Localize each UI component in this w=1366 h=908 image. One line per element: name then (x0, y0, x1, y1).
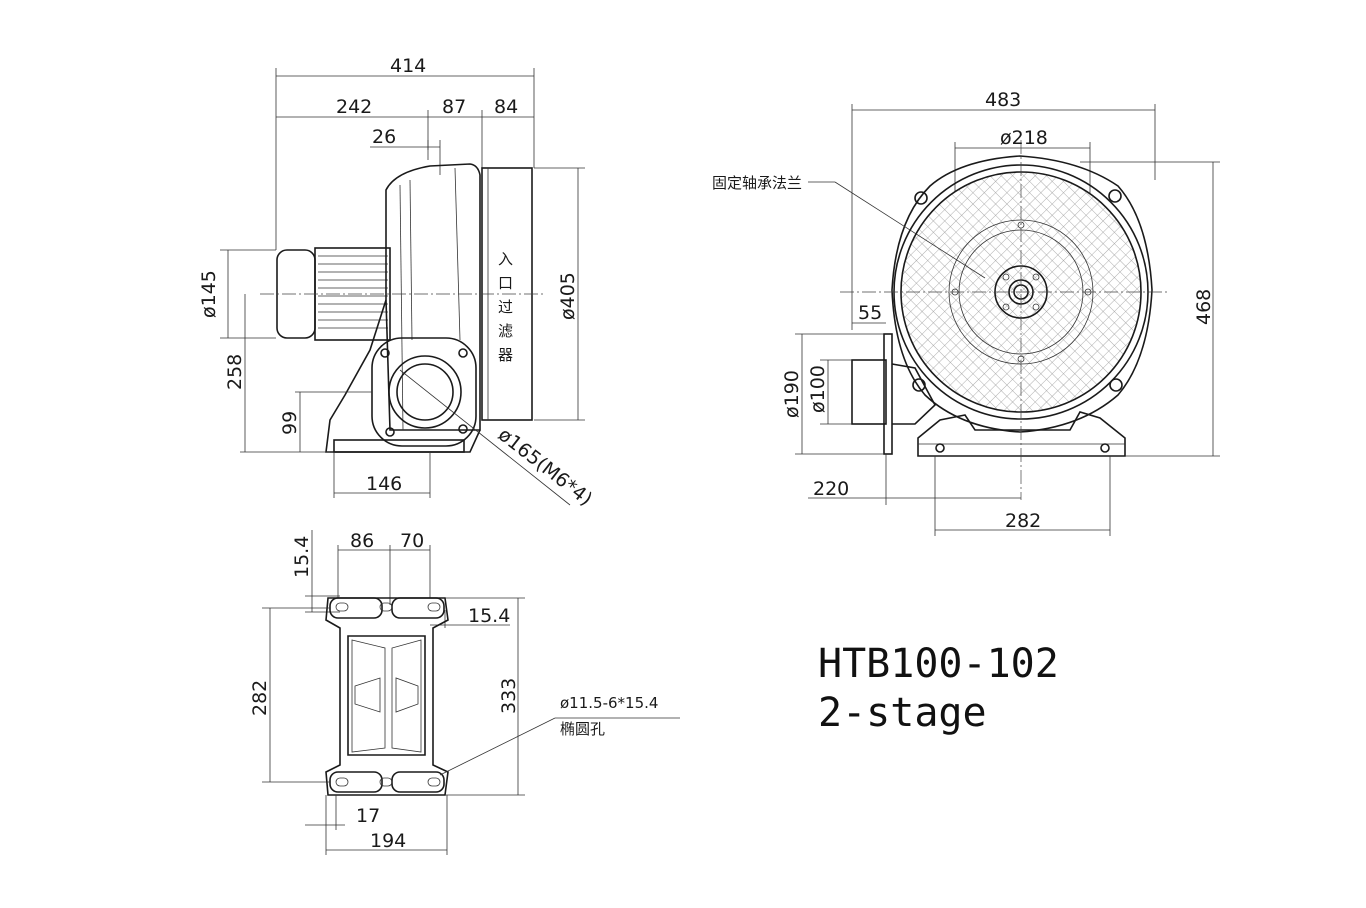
front-feet (917, 411, 1126, 457)
dim-slot-h: 15.4 (291, 536, 313, 578)
hole-note-2: 椭圆孔 (560, 720, 605, 738)
dim-base-width: 146 (366, 473, 402, 495)
dim-motor-length: 242 (336, 96, 372, 118)
inlet-label-5: 器 (498, 346, 513, 364)
dim-motor-dia: ø145 (198, 270, 220, 318)
dim-overall-length: 414 (390, 55, 426, 77)
dim-foot-span: 282 (1005, 510, 1041, 532)
dim-edge: 17 (356, 805, 380, 827)
dim-outlet-offset: 220 (813, 478, 849, 500)
dim-overall-width: 483 (985, 89, 1021, 111)
dim-bolt-circle: ø218 (1000, 127, 1048, 149)
dim-height-axis: 258 (224, 354, 246, 390)
dim-slot-b: 70 (400, 530, 424, 552)
side-view: 414 242 87 84 26 ø145 258 99 ø405 146 ø1… (198, 55, 596, 510)
flange-label: 固定轴承法兰 (712, 174, 802, 192)
model-number: HTB100-102 (818, 641, 1059, 687)
housing (325, 163, 481, 453)
front-view: 483 ø218 468 55 ø190 ø100 220 282 固定轴承法兰 (712, 89, 1220, 536)
hole-note: ø11.5-6*15.4 (560, 694, 658, 712)
inlet-label-4: 滤 (498, 322, 513, 340)
dim-offset: 26 (372, 126, 396, 148)
dim-base-width: 194 (370, 830, 406, 852)
dim-hole-span: 282 (249, 680, 271, 716)
dim-inlet-dia: ø405 (557, 272, 579, 320)
dim-slot-a: 86 (350, 530, 374, 552)
base-view: 86 70 15.4 15.4 282 333 17 194 ø11.5-6*1… (249, 530, 680, 855)
dim-base-length: 333 (498, 678, 520, 714)
inlet-label-3: 过 (498, 298, 513, 316)
dim-mid-length: 87 (442, 96, 466, 118)
inlet-label-2: 口 (498, 274, 513, 292)
title-block: HTB100-102 2-stage (818, 641, 1059, 736)
dim-inlet-length: 84 (494, 96, 518, 118)
base-plate (325, 597, 449, 796)
dim-outlet-dia: ø100 (807, 365, 829, 413)
dim-slot-w: 15.4 (468, 605, 510, 627)
dim-outlet-flange: ø165(M6*4) (494, 424, 596, 511)
dim-flange-dia: ø190 (781, 370, 803, 418)
motor (276, 247, 391, 341)
dim-outlet-len: 55 (858, 302, 882, 324)
dim-outlet-height: 99 (279, 411, 301, 435)
inlet-label-1: 入 (498, 250, 513, 268)
stage-label: 2-stage (818, 690, 987, 736)
front-outlet (851, 333, 936, 455)
dim-height: 468 (1193, 289, 1215, 325)
